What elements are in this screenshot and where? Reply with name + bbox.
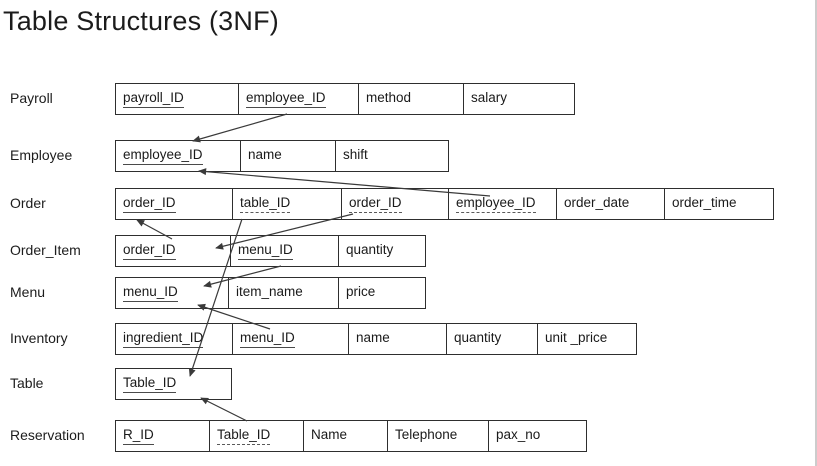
field-name: payroll_ID (123, 90, 184, 109)
table-row: employee_ID name shift (115, 140, 449, 172)
table-row: menu_ID item_name price (115, 277, 426, 309)
field-name: ingredient_ID (123, 330, 204, 349)
table-row: ingredient_ID menu_ID name quantity unit _pr… (115, 323, 637, 355)
field-name: employee_ID (246, 90, 326, 109)
table-name-label: Menu (10, 284, 46, 300)
table-name-label: Order_Item (10, 242, 81, 258)
field-cell: Table_ID (116, 369, 231, 399)
field-name: name (356, 330, 390, 346)
field-name: quantity (346, 242, 394, 258)
field-cell: employee_ID (449, 189, 557, 219)
field-name: order_date (564, 195, 630, 211)
field-name: R_ID (123, 427, 154, 446)
field-name: pax_no (496, 427, 541, 443)
field-cell: salary (464, 84, 574, 114)
field-cell: menu_ID (233, 324, 349, 354)
field-name: Table_ID (217, 427, 271, 446)
field-name: order_ID (123, 195, 176, 214)
table-name-label: Employee (10, 147, 73, 163)
field-name: menu_ID (123, 284, 178, 303)
field-cell: ingredient_ID (116, 324, 233, 354)
field-name: salary (471, 90, 508, 106)
field-cell: shift (336, 141, 448, 171)
field-cell: order_date (557, 189, 665, 219)
field-name: item_name (236, 284, 303, 300)
field-cell: pax_no (489, 421, 586, 451)
field-name: employee_ID (456, 195, 536, 214)
table-name-label: Inventory (10, 330, 68, 346)
field-name: Table_ID (123, 375, 177, 394)
table-row: order_ID menu_ID quantity (115, 235, 426, 267)
table-name-label: Table (10, 375, 44, 391)
field-cell: item_name (229, 278, 339, 308)
field-name: employee_ID (123, 147, 203, 166)
table-name-label: Reservation (10, 427, 85, 443)
field-cell: name (349, 324, 447, 354)
field-cell: order_ID (116, 236, 231, 266)
field-cell: unit _price (538, 324, 636, 354)
field-cell: table_ID (233, 189, 342, 219)
table-name-label: Order (10, 195, 46, 211)
field-name: price (346, 284, 376, 300)
field-cell: quantity (339, 236, 425, 266)
field-cell: menu_ID (231, 236, 339, 266)
field-cell: Name (304, 421, 388, 451)
field-name: method (366, 90, 412, 106)
field-name: order_ID (349, 195, 402, 214)
field-name: order_ID (123, 242, 176, 261)
field-name: Telephone (395, 427, 458, 443)
relationship-arrow (200, 397, 248, 422)
field-cell: employee_ID (116, 141, 241, 171)
field-name: menu_ID (238, 242, 293, 261)
field-cell: order_ID (342, 189, 449, 219)
field-name: table_ID (240, 195, 291, 214)
table-row: payroll_ID employee_ID method salary (115, 83, 575, 115)
field-cell: payroll_ID (116, 84, 239, 114)
table-row: R_ID Table_ID Name Telephone pax_no (115, 420, 587, 452)
field-cell: price (339, 278, 425, 308)
field-cell: name (241, 141, 336, 171)
field-name: quantity (454, 330, 502, 346)
field-cell: menu_ID (116, 278, 229, 308)
field-name: Name (311, 427, 348, 443)
table-name-label: Payroll (10, 90, 53, 106)
field-name: unit _price (545, 330, 608, 346)
field-cell: order_time (665, 189, 773, 219)
table-row: order_ID table_ID order_ID employee_ID order… (115, 188, 774, 220)
page-title: Table Structures (3NF) (3, 6, 279, 36)
table-row: Table_ID (115, 368, 232, 400)
field-name: name (248, 147, 282, 163)
field-name: order_time (672, 195, 737, 211)
field-cell: Telephone (388, 421, 489, 451)
field-cell: order_ID (116, 189, 233, 219)
field-cell: quantity (447, 324, 538, 354)
field-cell: Table_ID (210, 421, 304, 451)
field-cell: method (359, 84, 464, 114)
field-cell: employee_ID (239, 84, 359, 114)
field-name: shift (343, 147, 368, 163)
field-name: menu_ID (240, 330, 295, 349)
relationship-arrow (192, 113, 288, 143)
field-cell: R_ID (116, 421, 210, 451)
